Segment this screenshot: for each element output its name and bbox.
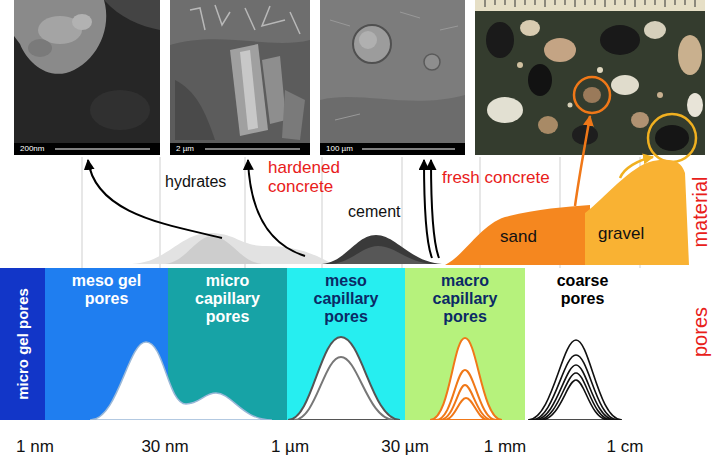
axis-label: 30 nm: [141, 437, 188, 456]
row-label: pores: [689, 307, 711, 357]
region-fill: [445, 205, 590, 265]
axis-label: 1 cm: [607, 437, 644, 456]
distribution-curve: [430, 338, 502, 420]
band-heading: macro capillary pores: [415, 272, 515, 326]
concrete-section-photo: [475, 0, 705, 162]
pore-band: micro capillary pores: [168, 268, 287, 420]
band-heading: coarse pores: [538, 272, 628, 308]
scale-bar-label: 2 µm: [176, 145, 194, 154]
pore-band: macro capillary pores: [405, 268, 525, 420]
band-heading: micro gel pores: [14, 288, 31, 400]
scale-bar-label: 200nm: [20, 145, 44, 154]
gravel-region: gravel: [585, 158, 689, 265]
distribution-curve: [541, 380, 609, 420]
material-label: hydrates: [165, 173, 226, 191]
material-label: cement: [348, 203, 400, 221]
pore-band: micro gel pores: [0, 268, 45, 420]
region-label: sand: [500, 227, 537, 246]
region-fill: [585, 160, 689, 265]
sand-region: sand: [445, 205, 590, 265]
distribution-curve: [168, 342, 272, 420]
sem-photo: [170, 0, 310, 155]
band-heading: micro capillary pores: [178, 272, 278, 326]
distribution-curve: [294, 357, 394, 420]
distribution-curve: [532, 355, 618, 420]
distribution-curve: [90, 342, 168, 420]
distribution-curve: [538, 373, 612, 420]
pore-band: meso gel pores: [45, 268, 168, 420]
axis-label: 1 mm: [484, 437, 527, 456]
distribution-curve: [535, 365, 615, 420]
grid-lines: [82, 157, 640, 268]
sem-photo: [320, 0, 465, 155]
band-heading: meso capillary pores: [296, 272, 396, 326]
pore-band: meso capillary pores: [287, 268, 405, 420]
state-label: hardened concrete: [268, 158, 368, 196]
distribution-curve: [528, 340, 622, 420]
pore-band: coarse pores: [525, 268, 640, 420]
sem-photo: [14, 0, 160, 155]
distribution-curve: [288, 337, 400, 420]
band-heading: meso gel pores: [59, 272, 155, 308]
axis-label: 1 nm: [16, 437, 54, 456]
distribution-curve: [444, 398, 488, 420]
state-label: fresh concrete: [442, 168, 550, 187]
region-label: gravel: [598, 224, 644, 243]
row-label: material: [689, 176, 711, 247]
scale-bar-label: 100 µm: [326, 145, 353, 154]
distribution-curve: [436, 370, 496, 420]
axis-label: 30 µm: [381, 437, 429, 456]
axis-label: 1 µm: [271, 437, 309, 456]
distribution-curve: [440, 385, 492, 420]
region-shape: [585, 158, 689, 265]
